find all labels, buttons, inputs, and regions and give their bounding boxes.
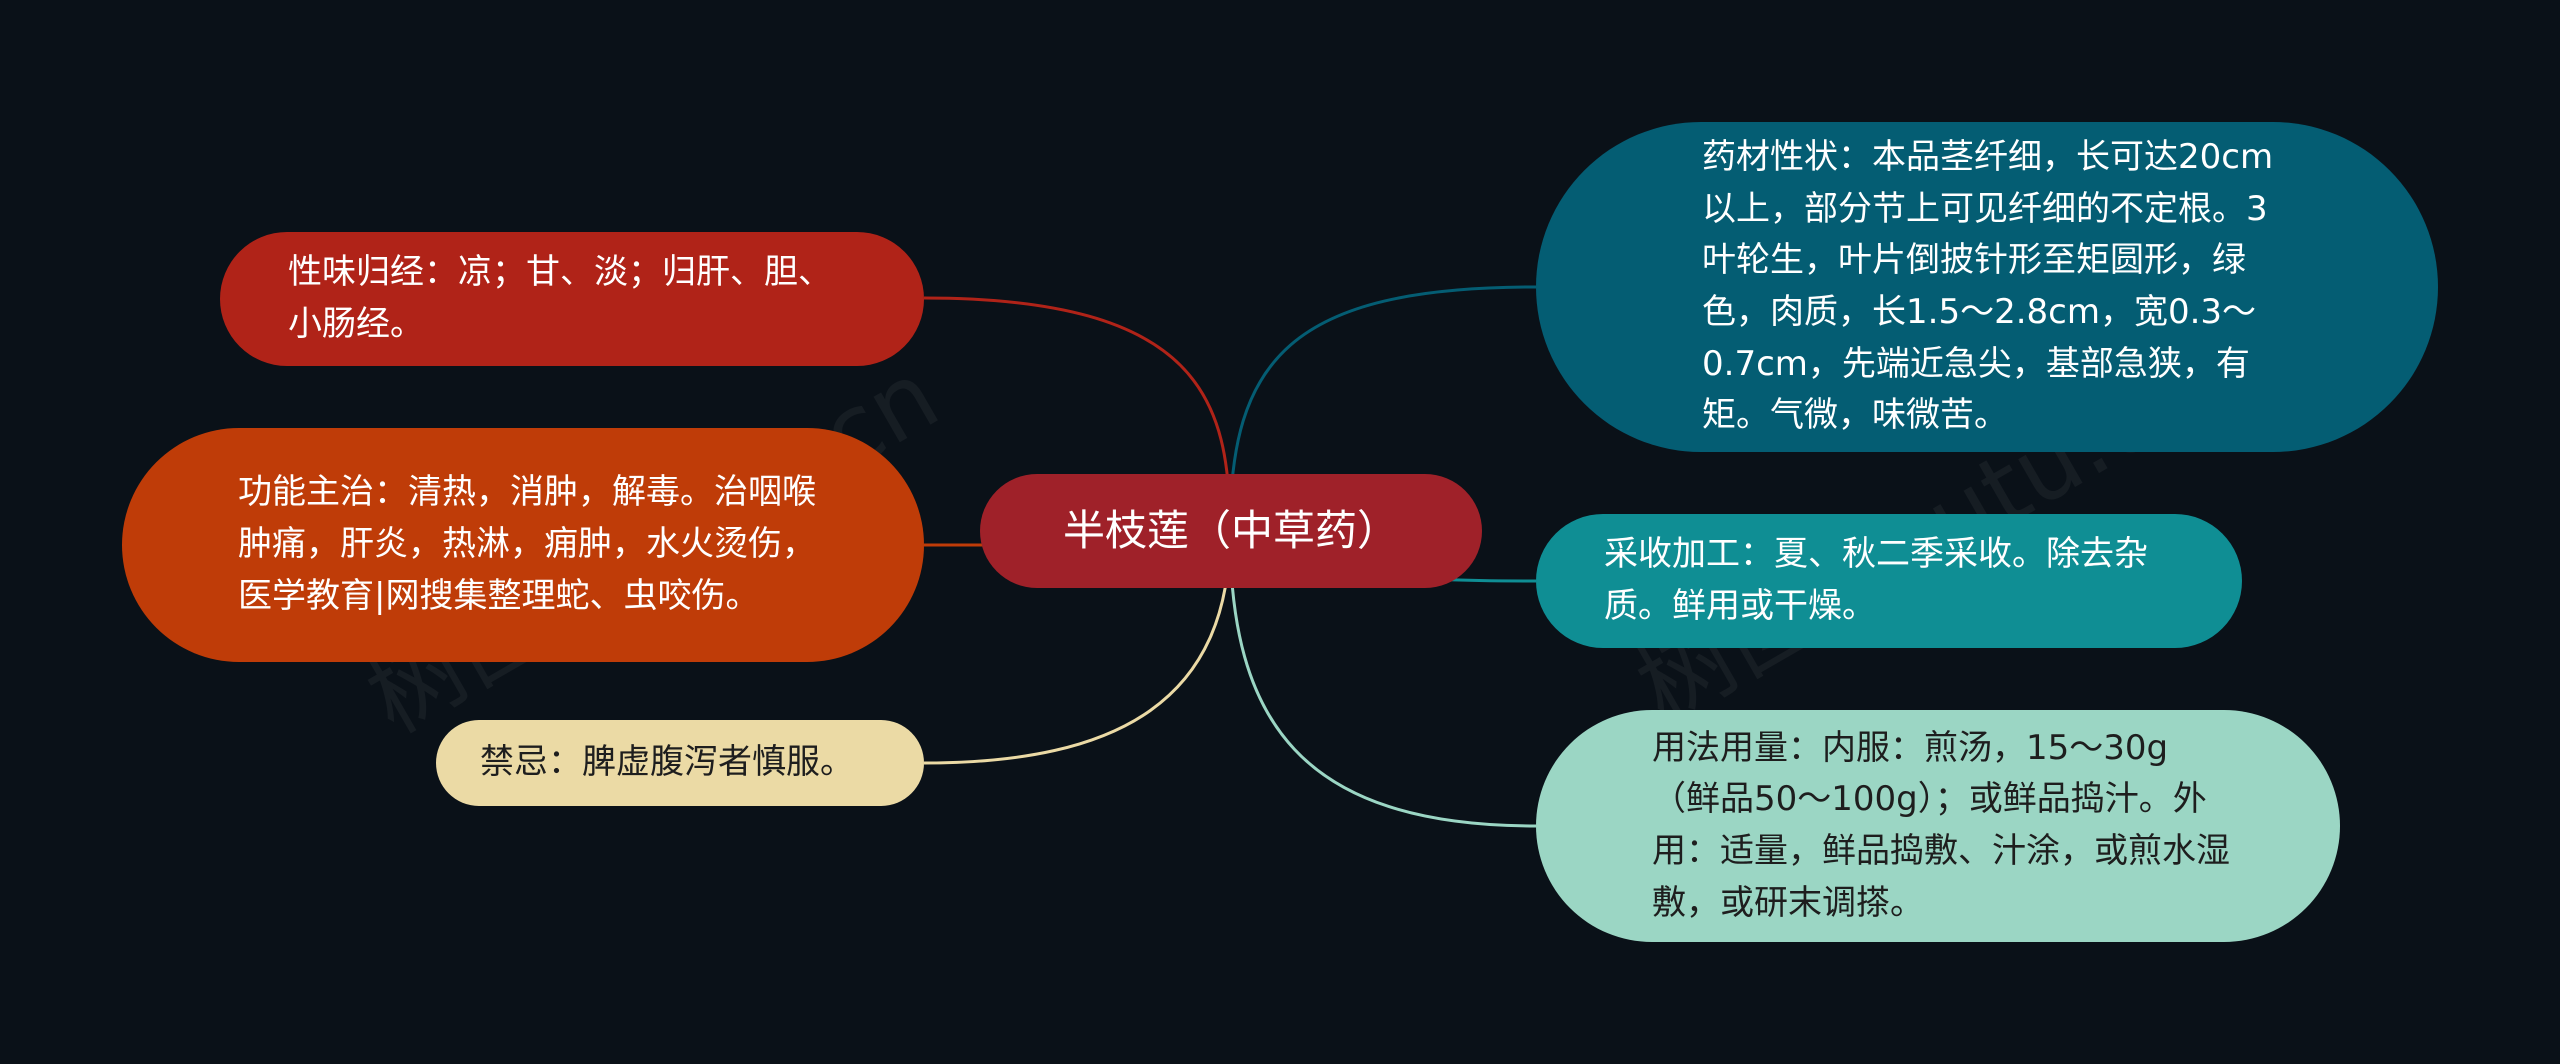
branch-functions-indications[interactable]: 功能主治：清热，消肿，解毒。治咽喉肿痛，肝炎，热淋，痈肿，水火烫伤，医学教育|网… <box>122 428 924 662</box>
branch-label: 性味归经：凉；甘、淡；归肝、胆、小肠经。 <box>288 252 832 344</box>
branch-contraindications[interactable]: 禁忌：脾虚腹泻者慎服。 <box>436 720 924 806</box>
center-topic[interactable]: 半枝莲（中草药） <box>980 474 1482 588</box>
connector-line <box>923 530 1232 765</box>
connector-line <box>1228 530 1537 828</box>
branch-label: 用法用量：内服：煎汤，15～30g（鲜品50～100g）；或鲜品捣汁。外用：适量… <box>1652 727 2230 923</box>
branch-label: 药材性状：本品茎纤细，长可达20cm以上，部分节上可见纤细的不定根。3叶轮生，叶… <box>1702 136 2274 436</box>
connector-line <box>1228 285 1537 532</box>
branch-label: 功能主治：清热，消肿，解毒。治咽喉肿痛，肝炎，热淋，痈肿，水火烫伤，医学教育|网… <box>238 472 816 616</box>
branch-nature-meridian[interactable]: 性味归经：凉；甘、淡；归肝、胆、小肠经。 <box>220 232 924 366</box>
branch-material-characteristics[interactable]: 药材性状：本品茎纤细，长可达20cm以上，部分节上可见纤细的不定根。3叶轮生，叶… <box>1536 122 2438 452</box>
center-topic-label: 半枝莲（中草药） <box>1062 506 1399 556</box>
branch-label: 禁忌：脾虚腹泻者慎服。 <box>480 742 854 783</box>
branch-label: 采收加工：夏、秋二季采收。除去杂质。鲜用或干燥。 <box>1604 534 2148 626</box>
branch-usage-dosage[interactable]: 用法用量：内服：煎汤，15～30g（鲜品50～100g）；或鲜品捣汁。外用：适量… <box>1536 710 2340 942</box>
branch-harvest-processing[interactable]: 采收加工：夏、秋二季采收。除去杂质。鲜用或干燥。 <box>1536 514 2242 648</box>
